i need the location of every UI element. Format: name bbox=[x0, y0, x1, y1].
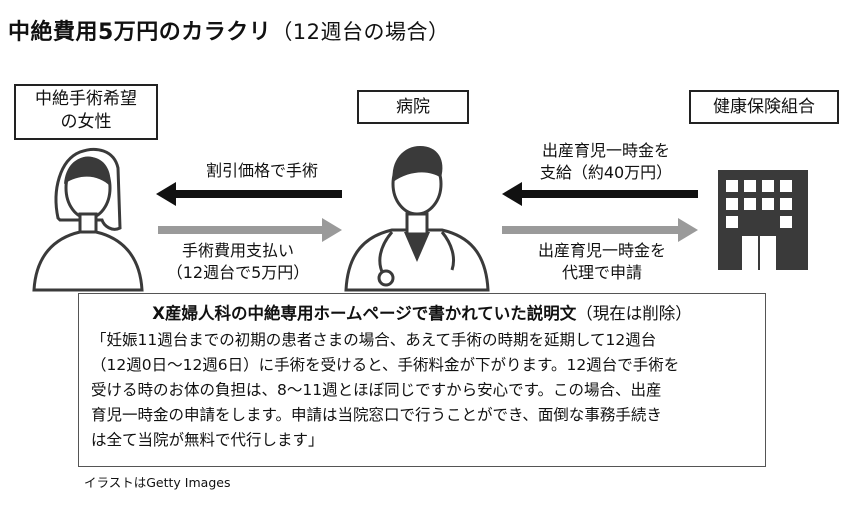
label-lump-sum-payment-line2: 支給（約40万円） bbox=[539, 163, 673, 182]
arrow-insurance-to-hospital bbox=[502, 182, 698, 206]
explanation-line: 「妊娠11週台までの初期の患者さまの場合、あえて手術の時期を延期して12週台 bbox=[91, 331, 657, 349]
diagram-title: 中絶費用5万円のカラクリ（12週台の場合） bbox=[8, 14, 450, 46]
explanation-line: 受ける時のお体の負担は、8〜11週とほぼ同じですから安心です。この場合、出産 bbox=[91, 381, 662, 399]
hospital-label: 病院 bbox=[396, 97, 430, 117]
arrow-hospital-to-insurance bbox=[502, 218, 698, 242]
label-surgery-payment-line1: 手術費用支払い bbox=[181, 241, 294, 260]
arrow-hospital-to-woman bbox=[156, 182, 342, 206]
label-surgery-payment-line2: （12週台で5万円） bbox=[166, 263, 310, 282]
label-surgery-payment: 手術費用支払い （12週台で5万円） bbox=[150, 240, 326, 284]
label-discounted-surgery: 割引価格で手術 bbox=[205, 161, 318, 180]
title-sub: （12週台の場合） bbox=[271, 20, 450, 44]
label-proxy-application-line2: 代理で申請 bbox=[561, 263, 642, 282]
woman-label-box: 中絶手術希望 の女性 bbox=[14, 84, 158, 140]
explanation-heading-text: X産婦人科の中絶専用ホームページで書かれていた説明文 bbox=[152, 304, 577, 323]
woman-label-line1: 中絶手術希望 bbox=[35, 89, 137, 109]
woman-label-line2: の女性 bbox=[60, 112, 112, 132]
label-proxy-application-line1: 出産育児一時金を bbox=[537, 241, 666, 260]
insurance-label-box: 健康保険組合 bbox=[689, 90, 839, 124]
label-lump-sum-payment-line1: 出産育児一時金を bbox=[541, 141, 670, 160]
explanation-line: （12週0日〜12週6日）に手術を受けると、手術料金が下がります。12週台で手術… bbox=[91, 356, 680, 374]
woman-icon bbox=[32, 147, 144, 292]
image-credit: イラストはGetty Images bbox=[84, 475, 231, 490]
insurance-label: 健康保険組合 bbox=[713, 97, 815, 117]
title-main: 中絶費用5万円のカラクリ bbox=[8, 20, 272, 45]
label-lump-sum-payment: 出産育児一時金を 支給（約40万円） bbox=[526, 140, 686, 184]
explanation-line: 育児一時金の申請をします。申請は当院窓口で行うことができ、面倒な事務手続き bbox=[91, 406, 662, 424]
explanation-box: X産婦人科の中絶専用ホームページで書かれていた説明文（現在は削除） 「妊娠11週… bbox=[78, 293, 766, 467]
label-proxy-application: 出産育児一時金を 代理で申請 bbox=[522, 240, 682, 284]
hospital-label-box: 病院 bbox=[357, 90, 469, 124]
explanation-line: は全て当院が無料で代行します」 bbox=[91, 431, 324, 449]
building-icon bbox=[718, 170, 808, 270]
explanation-heading-note: （現在は削除） bbox=[576, 304, 692, 323]
doctor-icon bbox=[344, 146, 490, 292]
explanation-heading: X産婦人科の中絶専用ホームページで書かれていた説明文（現在は削除） bbox=[91, 300, 753, 324]
arrow-woman-to-hospital bbox=[158, 218, 342, 242]
